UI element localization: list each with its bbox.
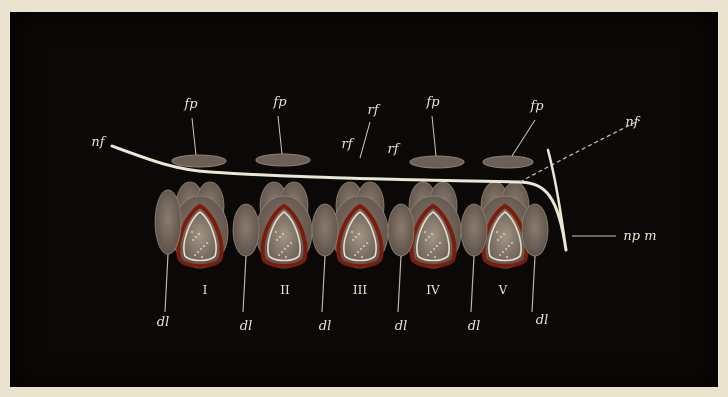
core-speckle: [279, 236, 281, 238]
numeral-4: IV: [426, 283, 440, 297]
core-speckle: [439, 242, 441, 244]
core-speckle: [198, 233, 200, 235]
numeral-5: V: [498, 283, 508, 297]
disc: [256, 154, 310, 166]
core-speckle: [276, 239, 278, 241]
core-speckle: [201, 256, 203, 258]
spindle-body: [461, 204, 487, 256]
label-rf-3: rf: [387, 142, 400, 157]
label-dl-5: dl: [468, 319, 480, 334]
label-right-nerve: nf: [625, 115, 640, 130]
segment-numerals: I II III IV V: [203, 283, 508, 297]
spindle-body: [312, 204, 338, 256]
spindle-body: [155, 190, 181, 254]
core-speckle: [502, 251, 504, 253]
core-speckle: [360, 248, 362, 250]
spindle-stalk: [398, 256, 401, 312]
core-speckle: [351, 231, 353, 233]
spindle-organ-4: [388, 204, 414, 312]
spindle-organ-3: [312, 204, 338, 312]
disc: [483, 156, 533, 168]
core-speckle: [499, 254, 501, 256]
label-fp-4: fp: [529, 99, 544, 114]
label-fp-3: fp: [425, 95, 440, 110]
core-speckle: [195, 236, 197, 238]
core-speckle: [197, 251, 199, 253]
core-speckle: [282, 233, 284, 235]
spindle-body: [388, 204, 414, 256]
lower-labels: dl dl dl dl dl dl: [157, 313, 548, 334]
core-speckle: [357, 251, 359, 253]
core-speckle: [363, 245, 365, 247]
segment-organ-3: [332, 182, 388, 268]
core-speckle: [508, 245, 510, 247]
label-dl-3: dl: [319, 319, 331, 334]
core-speckle: [424, 231, 426, 233]
core-speckle: [505, 248, 507, 250]
core-speckle: [206, 242, 208, 244]
numeral-2: II: [280, 283, 290, 297]
core-speckle: [275, 231, 277, 233]
core-speckle: [354, 254, 356, 256]
label-fp-2: fp: [272, 95, 287, 110]
numeral-3: III: [353, 283, 367, 297]
core-speckle: [285, 256, 287, 258]
core-speckle: [434, 256, 436, 258]
core-speckle: [497, 239, 499, 241]
label-rf-2: rf: [341, 137, 354, 152]
core-speckle: [192, 239, 194, 241]
label-rf-1: rf: [367, 103, 380, 118]
core-speckle: [425, 239, 427, 241]
core-speckle: [428, 236, 430, 238]
core-speckle: [430, 251, 432, 253]
core-speckle: [287, 245, 289, 247]
label-dl-6: dl: [536, 313, 548, 328]
label-dl-4: dl: [395, 319, 407, 334]
core-speckle: [500, 236, 502, 238]
spindle-stalk: [532, 256, 535, 312]
nerve-cord-right-branch: [520, 120, 640, 182]
fp-leaders: [192, 116, 535, 158]
spindle-body: [522, 204, 548, 256]
core-speckle: [358, 233, 360, 235]
core-speckle: [431, 233, 433, 235]
label-dl-1: dl: [157, 315, 169, 330]
segment-organ-2: [256, 182, 312, 268]
spindle-stalk: [165, 254, 168, 312]
core-speckle: [511, 242, 513, 244]
spindle-stalk: [471, 256, 474, 312]
core-speckle: [200, 248, 202, 250]
spindle-stalk: [322, 256, 325, 312]
core-speckle: [290, 242, 292, 244]
upper-discs: [172, 154, 533, 168]
core-speckle: [496, 231, 498, 233]
core-speckle: [427, 254, 429, 256]
core-speckle: [284, 248, 286, 250]
core-speckle: [506, 256, 508, 258]
label-left-nerve: nf: [91, 135, 106, 150]
spindle-stalk: [243, 256, 246, 312]
core-speckle: [361, 256, 363, 258]
core-speckle: [433, 248, 435, 250]
disc: [172, 155, 226, 167]
core-speckle: [194, 254, 196, 256]
core-speckle: [352, 239, 354, 241]
core-speckle: [203, 245, 205, 247]
core-speckle: [355, 236, 357, 238]
core-speckle: [278, 254, 280, 256]
label-fp-1: fp: [183, 97, 198, 112]
core-speckle: [281, 251, 283, 253]
spindle-body: [233, 204, 259, 256]
core-speckle: [436, 245, 438, 247]
label-right-trunk: np m: [623, 229, 656, 244]
spindle-organ-2: [233, 204, 259, 312]
core-speckle: [191, 231, 193, 233]
label-dl-2: dl: [240, 319, 252, 334]
core-speckle: [503, 233, 505, 235]
core-speckle: [366, 242, 368, 244]
numeral-1: I: [203, 283, 208, 297]
disc: [410, 156, 464, 168]
